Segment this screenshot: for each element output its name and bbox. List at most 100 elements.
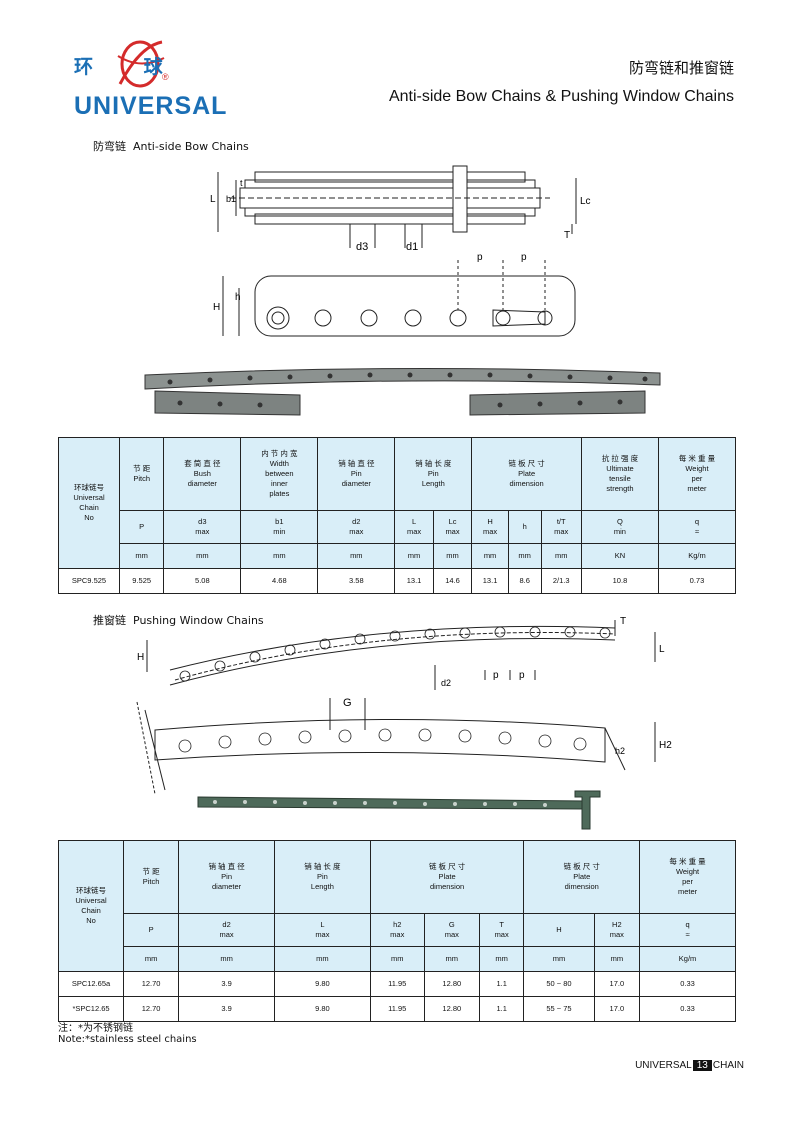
t2-sym-P: P <box>122 913 180 947</box>
pushing-window-chain-drawing: T L H d2 p p <box>137 616 665 690</box>
t1-unit: mm <box>432 543 473 569</box>
t1-head-pitch: 节 距 Pitch <box>118 437 165 511</box>
dim-t: t <box>240 178 243 188</box>
dim-T: T <box>564 230 570 241</box>
section-title-anti-side-bow: 防弯链 Anti-side Bow Chains <box>93 138 249 154</box>
t1-cell: SPC9.525 <box>58 568 120 594</box>
logo: 环 球 ® UNIVERSAL <box>74 36 226 126</box>
t2-head-plate-2: 链 板 尺 寸 Plate dimension <box>523 840 641 914</box>
t1-sym-L: L max <box>394 510 434 544</box>
t1-cell: 10.8 <box>580 568 659 594</box>
t2-head-chain-no: 环球链号 Universal Chain No <box>58 840 124 972</box>
t1-cell: 4.68 <box>240 568 319 594</box>
t1-cell: 3.58 <box>317 568 396 594</box>
t2-sym-L: L max <box>274 913 371 947</box>
t1-sym-d2: d2 max <box>317 510 396 544</box>
dim-H2: H2 <box>659 740 672 751</box>
t1-unit: KN <box>580 543 659 569</box>
t2-unit: mm <box>523 946 595 972</box>
t2-cell: 12.80 <box>423 996 480 1022</box>
t2-sym-H2: H2 max <box>593 913 641 947</box>
t1-head-pin-length: 销 轴 长 度 Pin Length <box>394 437 473 511</box>
t2-cell: 17.0 <box>593 971 641 997</box>
t1-sym-q: q ≈ <box>657 510 737 544</box>
t2-head-pin-length: 销 轴 长 度 Pin Length <box>274 840 371 914</box>
t2-cell: 9.80 <box>274 971 371 997</box>
t2-cell: *SPC12.65 <box>58 996 124 1022</box>
t1-unit: mm <box>317 543 396 569</box>
dim-h: h <box>235 292 241 303</box>
dim-p-2: p <box>521 252 527 263</box>
t2-cell: 3.9 <box>178 996 275 1022</box>
chain-top-view-drawing: L b1 t Lc T d3 d1 <box>210 165 591 253</box>
dim-b1: b1 <box>226 194 236 204</box>
note-cn: 注：*为不锈钢链 <box>58 1023 133 1034</box>
dim-d3: d3 <box>356 241 368 253</box>
t1-unit: mm <box>118 543 165 569</box>
t2-cell: 0.33 <box>639 996 736 1022</box>
t2-cell: 50 ~ 80 <box>523 971 595 997</box>
page-number: 13 <box>692 1060 712 1071</box>
t2-cell: 12.80 <box>423 971 480 997</box>
t1-head-strength: 抗 拉 强 度 Ultimate tensile strength <box>580 437 659 511</box>
dim-p-2: p <box>519 670 525 681</box>
t1-sym-Q: Q min <box>580 510 659 544</box>
t2-cell: 1.1 <box>478 996 525 1022</box>
t2-cell: 3.9 <box>178 971 275 997</box>
t1-sym-P: P <box>118 510 165 544</box>
t1-unit: mm <box>240 543 319 569</box>
dim-L: L <box>659 644 665 655</box>
footer-left: UNIVERSAL <box>635 1060 692 1071</box>
t2-unit: mm <box>178 946 275 972</box>
t2-sym-q: q ≈ <box>639 913 736 947</box>
t1-head-bush: 套 筒 直 径 Bush diameter <box>163 437 242 511</box>
t1-head-plate: 链 板 尺 寸 Plate dimension <box>471 437 582 511</box>
section-title-en: Pushing Window Chains <box>133 614 264 627</box>
t1-cell: 9.525 <box>118 568 165 594</box>
t2-sym-d2: d2 max <box>178 913 275 947</box>
t1-unit: mm <box>507 543 542 569</box>
t2-head-plate-1: 链 板 尺 寸 Plate dimension <box>369 840 525 914</box>
t2-cell: 12.70 <box>122 971 180 997</box>
logo-english: UNIVERSAL <box>74 92 228 120</box>
t1-unit: Kg/m <box>657 543 737 569</box>
pushing-window-chain-photo <box>197 790 601 830</box>
t2-cell: SPC12.65a <box>58 971 124 997</box>
t2-unit: mm <box>369 946 425 972</box>
t2-head-weight: 每 米 重 量 Weight per meter <box>639 840 736 914</box>
table-row: SPC9.525 9.525 5.08 4.68 3.58 13.1 14.6 … <box>58 568 737 594</box>
t1-sym-h: h <box>507 510 542 544</box>
t1-head-pin-diameter: 销 轴 直 径 Pin diameter <box>317 437 396 511</box>
footer-right: CHAIN <box>712 1060 744 1071</box>
t2-sym-h2: h2 max <box>369 913 425 947</box>
logo-registered-mark: ® <box>162 72 169 82</box>
dim-d2: d2 <box>441 678 451 688</box>
t2-unit: Kg/m <box>639 946 736 972</box>
page-title-english: Anti-side Bow Chains & Pushing Window Ch… <box>388 88 734 105</box>
logo-chinese: 环 球 <box>74 56 165 78</box>
t1-cell: 13.1 <box>471 568 509 594</box>
dim-G: G <box>343 697 352 709</box>
globe-icon <box>117 40 165 88</box>
t1-cell: 13.1 <box>394 568 434 594</box>
table-row: *SPC12.65 12.70 3.9 9.80 11.95 12.80 1.1… <box>58 996 736 1022</box>
anti-side-bow-chain-photo <box>144 367 661 416</box>
pushing-window-side-view-drawing: G h2 H2 <box>136 697 672 795</box>
pushing-window-spec-table: 环球链号 Universal Chain No 节 距 Pitch 销 轴 直 … <box>58 840 736 1022</box>
t1-head-width: 内 节 内 宽 Width between inner plates <box>240 437 319 511</box>
t2-unit: mm <box>478 946 525 972</box>
t2-unit: mm <box>122 946 180 972</box>
chain-side-view-drawing: H h p p <box>213 252 576 337</box>
dim-d1: d1 <box>406 241 418 253</box>
dim-Lc: Lc <box>580 196 591 207</box>
section-title-cn: 防弯链 <box>93 140 126 153</box>
t1-sym-b1: b1 min <box>240 510 319 544</box>
anti-side-bow-spec-table: 环球链号 Universal Chain No 节 距 Pitch 套 筒 直 … <box>58 437 737 594</box>
t2-unit: mm <box>593 946 641 972</box>
t2-cell: 12.70 <box>122 996 180 1022</box>
t1-head-weight: 每 米 重 量 Weight per meter <box>657 437 737 511</box>
dim-p-1: p <box>493 670 499 681</box>
t2-cell: 9.80 <box>274 996 371 1022</box>
t2-sym-T: T max <box>478 913 525 947</box>
